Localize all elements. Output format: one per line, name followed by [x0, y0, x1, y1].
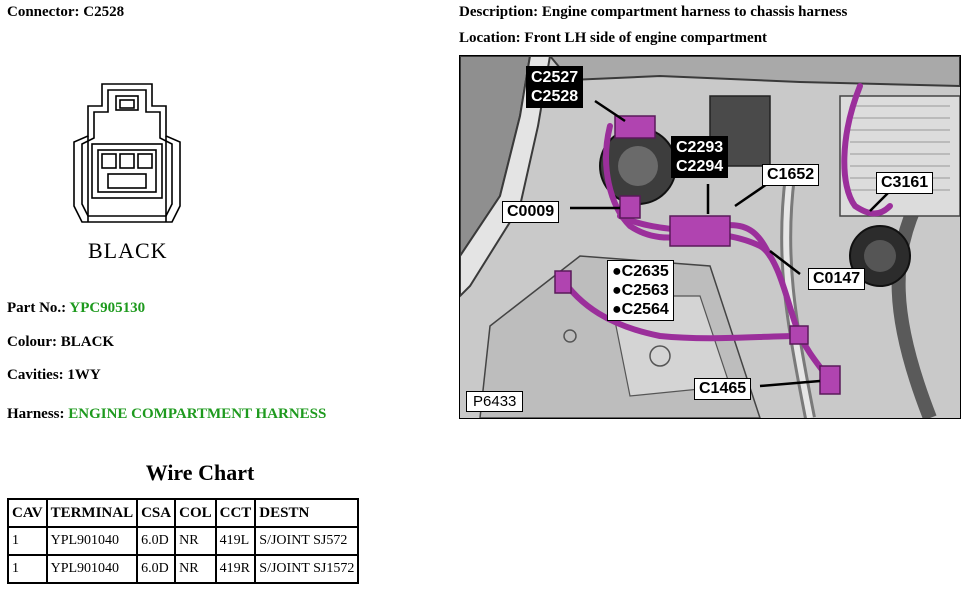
cell-col: NR: [174, 526, 217, 556]
connector-colour-caption: BLACK: [88, 238, 168, 263]
location-row: Location: Front LH side of engine compar…: [459, 30, 767, 47]
connector-heading: Connector: C2528: [7, 4, 124, 21]
wire-chart-header-row: CAV TERMINAL CSA COL CCT DESTN: [7, 498, 360, 528]
description-row: Description: Engine compartment harness …: [459, 4, 847, 21]
callout-c1652: C1652: [762, 164, 820, 186]
cell-destn: S/JOINT SJ572: [254, 526, 360, 556]
colour-label: Colour:: [7, 334, 57, 350]
callout-c2527-c2528: C2527 C2528: [526, 66, 584, 108]
cavities-label: Cavities:: [7, 367, 64, 383]
cell-cct: 419L: [214, 526, 257, 556]
callout-c2293-c2294: C2293 C2294: [671, 136, 729, 178]
location-value: Front LH side of engine compartment: [524, 30, 768, 46]
callout-c1465: C1465: [694, 378, 752, 400]
harness-row: Harness: ENGINE COMPARTMENT HARNESS: [7, 406, 326, 423]
cell-terminal: YPL901040: [45, 554, 139, 584]
cell-csa: 6.0D: [136, 554, 177, 584]
cell-col: NR: [174, 554, 217, 584]
callout-c0009: C0009: [502, 201, 560, 223]
cavities-value: 1WY: [67, 367, 101, 383]
cell-csa: 6.0D: [136, 526, 177, 556]
location-label: Location:: [459, 30, 521, 46]
harness-value: ENGINE COMPARTMENT HARNESS: [68, 406, 327, 422]
column-header-cav: CAV: [7, 498, 48, 528]
connector-id: C2528: [83, 4, 125, 20]
part-number-label: Part No.:: [7, 300, 67, 316]
description-value: Engine compartment harness to chassis ha…: [541, 4, 848, 20]
callout-c2528-label: C2528: [531, 88, 579, 105]
image-reference-label: P6433: [466, 391, 524, 412]
wire-chart-table: CAV TERMINAL CSA COL CCT DESTN 1 YPL9010…: [7, 498, 360, 584]
column-header-cct: CCT: [214, 498, 257, 528]
harness-label: Harness:: [7, 406, 65, 422]
cell-cav: 1: [7, 526, 48, 556]
cell-destn: S/JOINT SJ1572: [254, 554, 360, 584]
column-header-destn: DESTN: [254, 498, 360, 528]
callout-c2635-label: ●C2635: [612, 263, 669, 280]
cavities-row: Cavities: 1WY: [7, 367, 101, 384]
column-header-col: COL: [174, 498, 217, 528]
callout-c2527-label: C2527: [531, 69, 579, 86]
connector-label: Connector:: [7, 4, 80, 20]
callout-c2294-label: C2294: [676, 158, 724, 175]
cell-cav: 1: [7, 554, 48, 584]
colour-row: Colour: BLACK: [7, 334, 114, 351]
callout-c2635-c2563-c2564: ●C2635 ●C2563 ●C2564: [607, 260, 674, 321]
engine-bay-illustration: [460, 56, 960, 418]
part-number-row: Part No.: YPC905130: [7, 300, 145, 317]
wire-chart-title: Wire Chart: [145, 460, 255, 485]
column-header-csa: CSA: [136, 498, 177, 528]
cell-terminal: YPL901040: [45, 526, 139, 556]
column-header-terminal: TERMINAL: [45, 498, 139, 528]
callout-c0147: C0147: [808, 268, 866, 290]
table-row: 1 YPL901040 6.0D NR 419L S/JOINT SJ572: [7, 526, 360, 556]
part-number-value: YPC905130: [69, 300, 146, 316]
connector-face-diagram: [73, 83, 181, 223]
table-row: 1 YPL901040 6.0D NR 419R S/JOINT SJ1572: [7, 554, 360, 584]
cell-cct: 419R: [214, 554, 257, 584]
callout-c2564-label: ●C2564: [612, 301, 669, 318]
connector-location-photo: C2527 C2528 C2293 C2294 C1652 C3161 C000…: [459, 55, 961, 419]
description-label: Description:: [459, 4, 539, 20]
callout-c3161: C3161: [876, 172, 934, 194]
callout-c2563-label: ●C2563: [612, 282, 669, 299]
callout-c2293-label: C2293: [676, 139, 724, 156]
colour-value: BLACK: [60, 334, 115, 350]
